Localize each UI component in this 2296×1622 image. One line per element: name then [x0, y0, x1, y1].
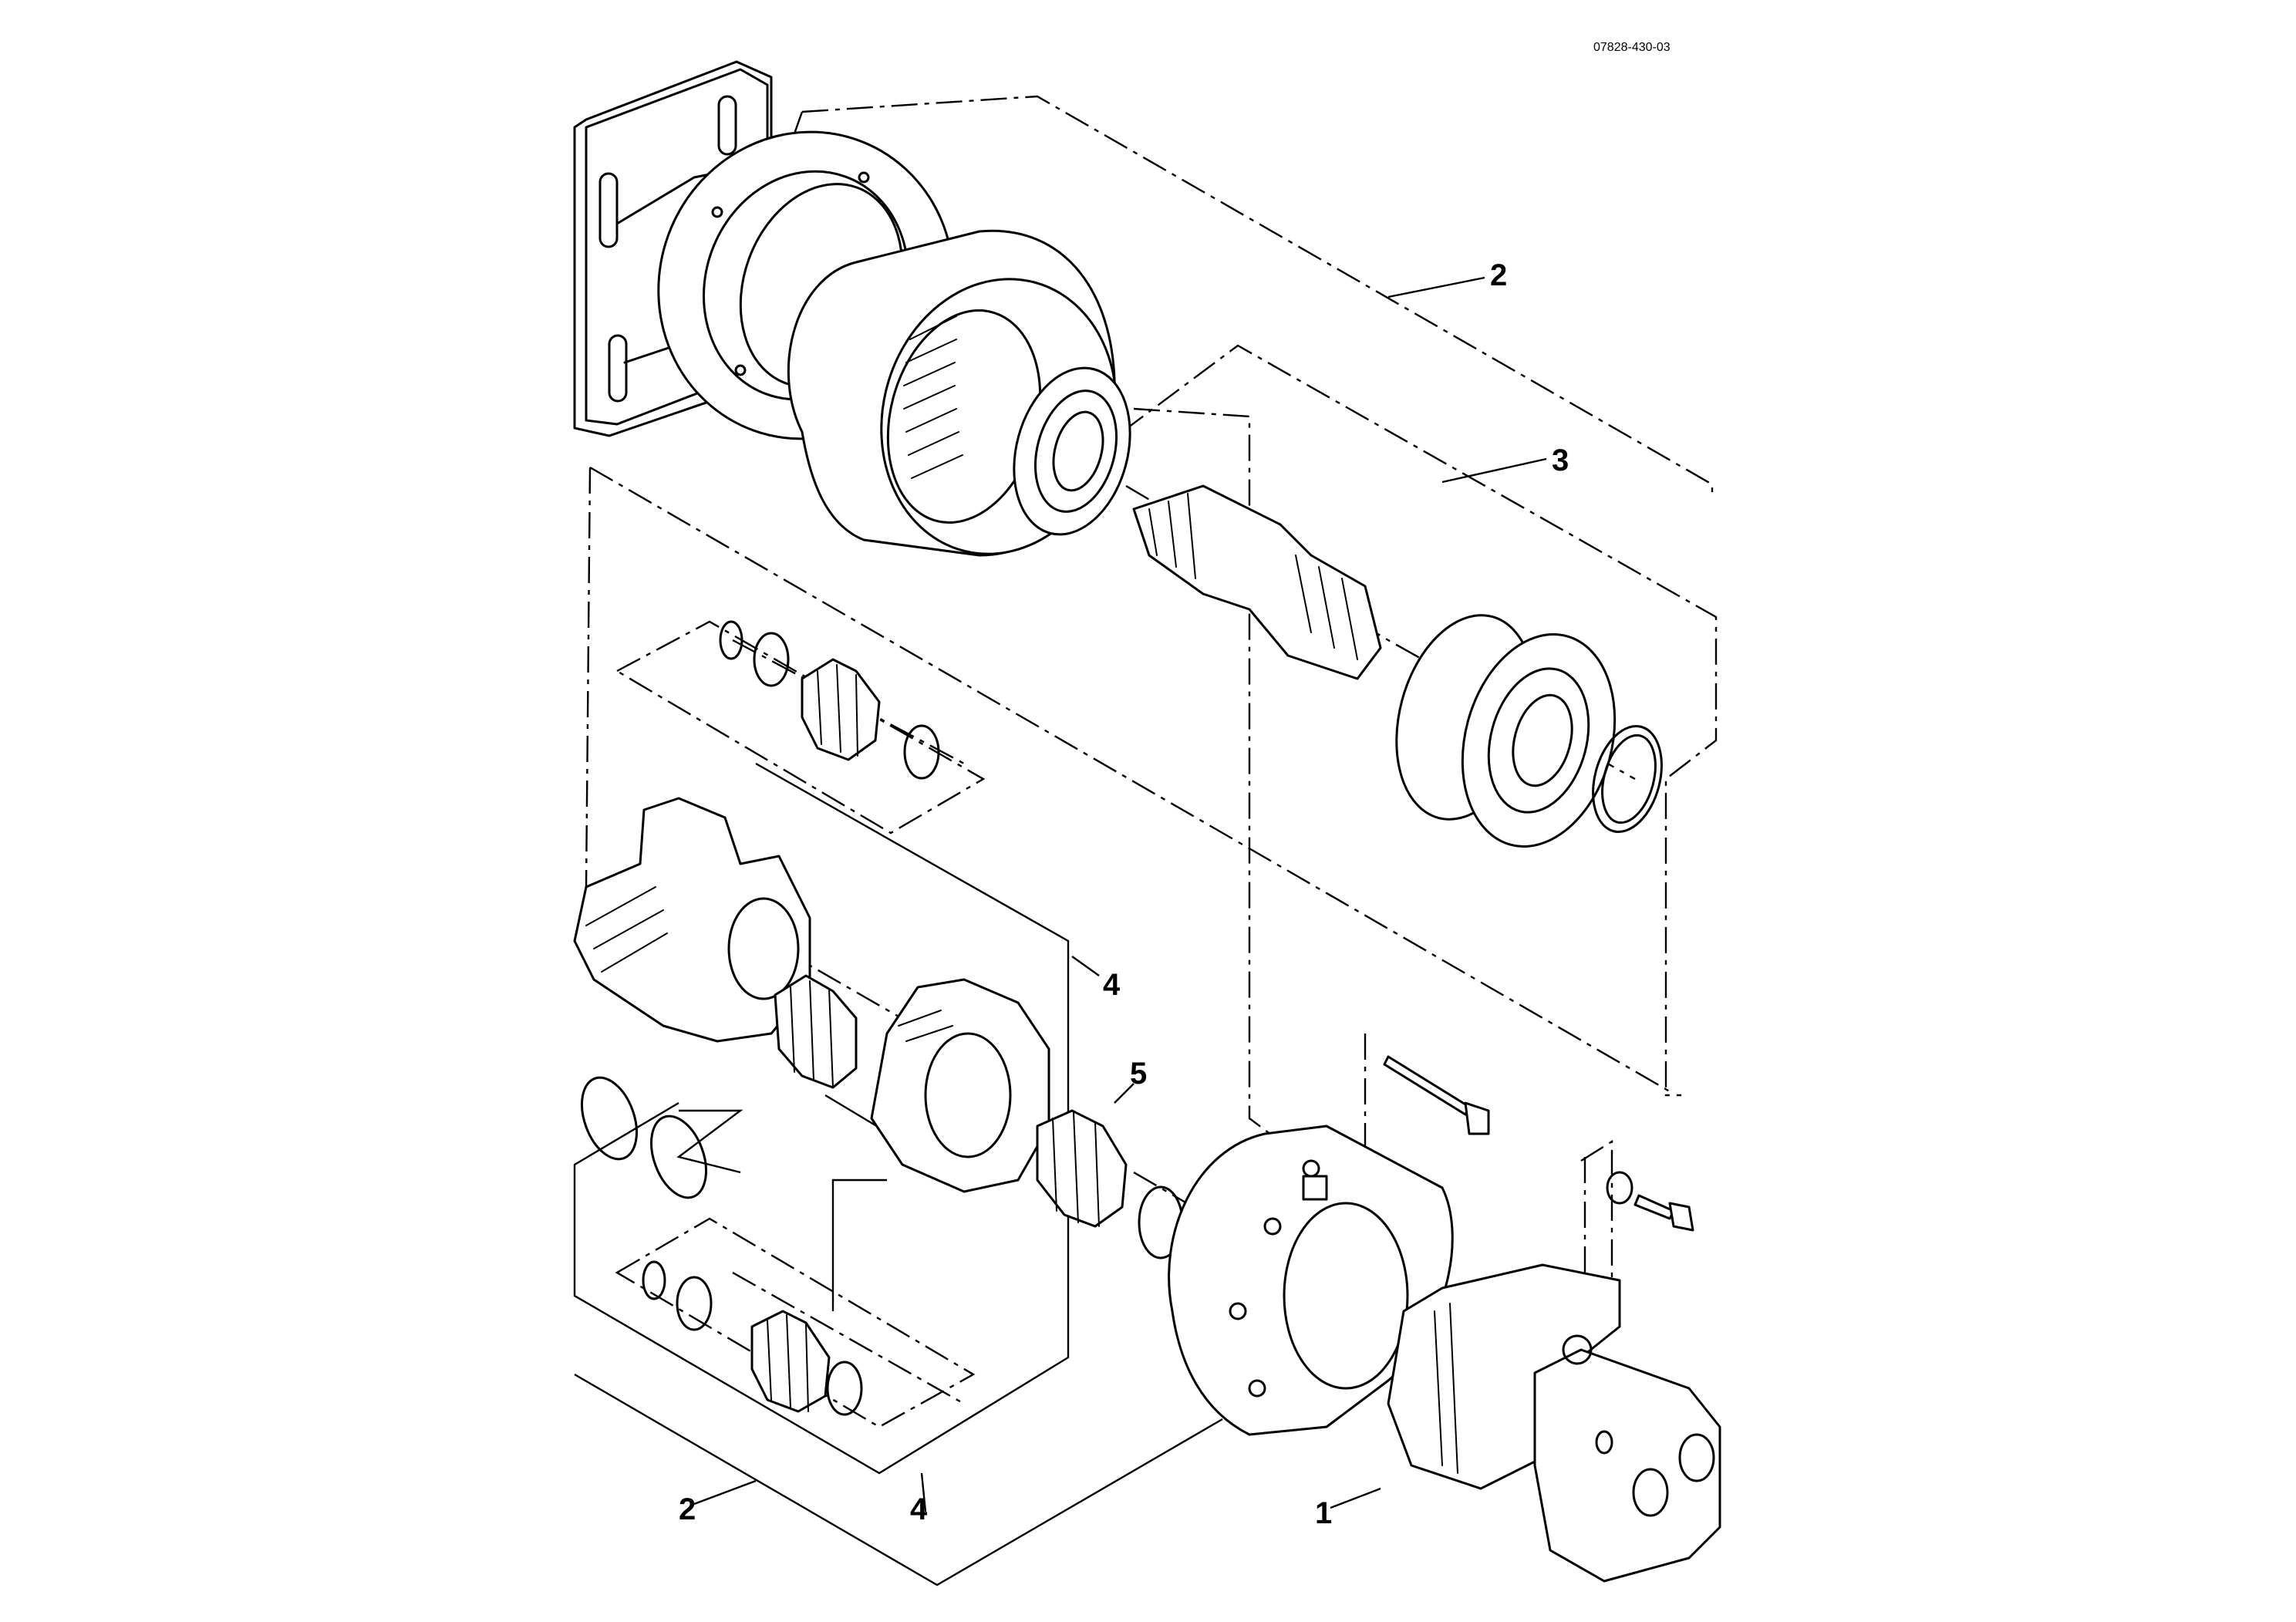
frame-4-lower [615, 1217, 976, 1428]
hydraulic-motor [1387, 1263, 1721, 1583]
frame-2-bottom [574, 1373, 1223, 1587]
frame-3 [1121, 344, 1718, 1097]
snap-ring-upper [1592, 725, 1663, 833]
callout-leaders [693, 276, 1547, 1512]
bearing-upper [1013, 366, 1131, 536]
bearing-double [1395, 614, 1617, 848]
callout-1: 1 [1315, 1496, 1332, 1530]
planet-set-lower [642, 1260, 863, 1416]
planet-set-upper [719, 620, 940, 780]
planet-carrier-right [870, 978, 1050, 1193]
frame-4-upper [615, 620, 986, 835]
motor-adapter-housing [1168, 1125, 1454, 1436]
sun-gear-5 [1036, 1109, 1128, 1228]
sun-gear [774, 974, 858, 1089]
washer-bolt [1606, 1171, 1694, 1232]
callout-3: 3 [1552, 443, 1569, 477]
document-id: 07828-430-03 [1593, 41, 1671, 54]
long-bolt [1383, 1055, 1490, 1135]
frame-left [585, 466, 1674, 1095]
frame-3-b [1133, 407, 1281, 1142]
bracket-4 [573, 762, 1070, 1475]
callout-4-bottom: 4 [910, 1492, 928, 1526]
callout-2-bottom: 2 [679, 1492, 696, 1526]
callout-4-middle: 4 [1103, 968, 1121, 1002]
callout-2-top: 2 [1490, 258, 1507, 292]
callout-labels: 2 3 4 5 2 4 1 [679, 258, 1569, 1530]
drive-shaft [1132, 484, 1382, 680]
frame-2-top [801, 95, 1714, 494]
callout-5: 5 [1130, 1057, 1147, 1091]
planet-carrier-left [573, 797, 811, 1043]
